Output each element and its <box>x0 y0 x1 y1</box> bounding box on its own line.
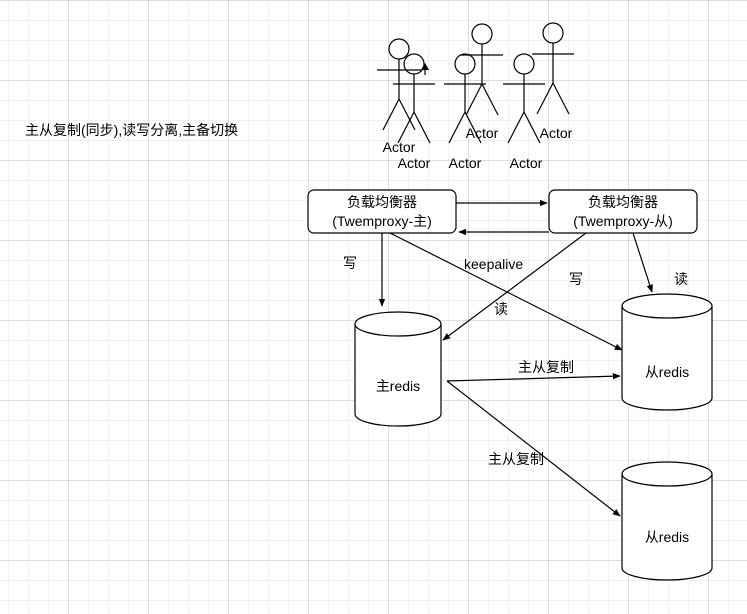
edge-replicate-slave1 <box>446 373 621 382</box>
actor-label: Actor <box>540 125 573 141</box>
actor-figure <box>393 53 435 144</box>
actor-figure <box>503 53 545 144</box>
database-master-label: 主redis <box>376 378 420 394</box>
actor-figure <box>461 23 503 116</box>
edge-label-keepalive: keepalive <box>464 256 523 272</box>
actor-figure <box>532 22 574 115</box>
edge-label-read-mid: 读 <box>494 301 508 317</box>
database-slave-1-label: 从redis <box>645 364 689 380</box>
load-balancer-master-title: 负载均衡器 <box>347 194 417 210</box>
load-balancer-slave-subtitle: (Twemproxy-从) <box>573 213 673 229</box>
edge-read-master <box>442 232 587 341</box>
edge-read-slave1 <box>632 232 653 293</box>
actor-label: Actor <box>510 155 543 171</box>
edge-label-write-left: 写 <box>343 255 357 271</box>
actor-label: Actor <box>449 155 482 171</box>
load-balancer-slave[interactable]: 负载均衡器 (Twemproxy-从) <box>548 189 698 234</box>
edge-label-write-mid: 写 <box>569 271 583 287</box>
actor-label: Actor <box>398 155 431 171</box>
edges <box>378 199 653 517</box>
load-balancer-master[interactable]: 负载均衡器 (Twemproxy-主) <box>307 189 457 234</box>
actor-figure <box>444 53 486 144</box>
database-slave-2[interactable]: 从redis <box>621 461 713 581</box>
load-balancer-slave-title: 负载均衡器 <box>588 194 658 210</box>
edge-write-slave1 <box>389 232 623 351</box>
diagram-note: 主从复制(同步),读写分离,主备切换 <box>25 122 238 138</box>
edge-label-replicate-1: 主从复制 <box>518 359 574 375</box>
database-slave-1[interactable]: 从redis <box>621 293 713 411</box>
actor-label: Actor <box>383 139 416 155</box>
actor-figure <box>377 38 421 131</box>
edge-label-replicate-2: 主从复制 <box>488 451 544 467</box>
actors-group: Actor Actor Actor Actor Actor Actor <box>377 22 574 171</box>
database-master[interactable]: 主redis <box>354 311 442 427</box>
actor-label: Actor <box>466 125 499 141</box>
edge-label-read-right: 读 <box>674 271 688 287</box>
edge-replicate-slave2 <box>446 380 621 517</box>
database-slave-2-label: 从redis <box>645 529 689 545</box>
load-balancer-master-subtitle: (Twemproxy-主) <box>332 213 432 229</box>
